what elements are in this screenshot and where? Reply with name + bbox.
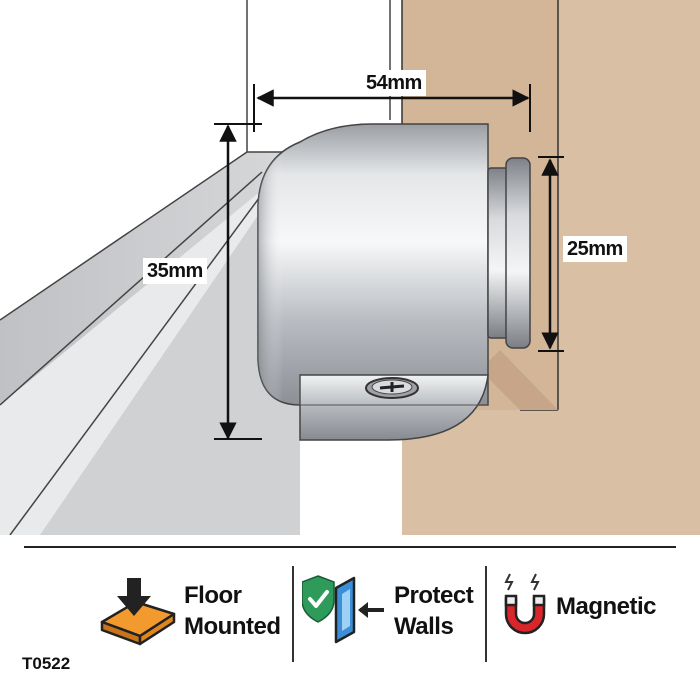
feature-line: Floor bbox=[184, 582, 242, 609]
feature-separator bbox=[485, 566, 487, 662]
feature-protect-walls: Protect Walls bbox=[394, 580, 474, 642]
pad-dimension-label: 25mm bbox=[563, 236, 627, 262]
door-stop bbox=[257, 123, 531, 441]
feature-floor-mounted: Floor Mounted bbox=[184, 580, 281, 642]
section-divider bbox=[24, 546, 676, 548]
floor-skirting bbox=[0, 151, 300, 535]
magnet-icon bbox=[504, 573, 546, 635]
feature-separator bbox=[292, 566, 294, 662]
width-dimension-label: 54mm bbox=[362, 70, 426, 96]
feature-line: Mounted bbox=[184, 613, 281, 640]
product-illustration bbox=[0, 0, 700, 535]
dimension-lines bbox=[214, 84, 564, 440]
screw-icon bbox=[365, 377, 419, 399]
shield-check-icon bbox=[302, 575, 384, 644]
feature-line: Protect bbox=[394, 582, 474, 609]
product-code: T0522 bbox=[22, 654, 71, 673]
wall-icon bbox=[334, 576, 356, 644]
feature-magnetic: Magnetic bbox=[556, 591, 657, 622]
height-dimension-label: 35mm bbox=[143, 258, 207, 284]
feature-line: Walls bbox=[394, 613, 454, 640]
feature-line: Magnetic bbox=[556, 593, 657, 620]
floor-mount-icon bbox=[100, 578, 176, 646]
